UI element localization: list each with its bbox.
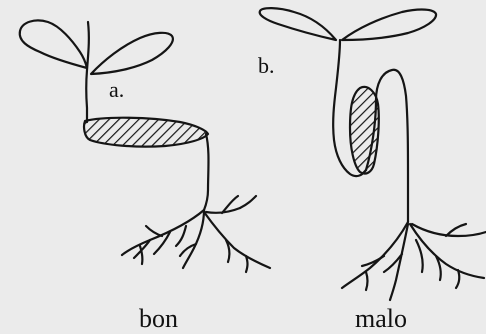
label-b: b. <box>258 55 275 77</box>
caption-good: bon <box>139 306 178 332</box>
seedling-a-left-leaf <box>20 20 87 68</box>
label-a: a. <box>109 79 124 101</box>
seedling-b-roots <box>342 222 486 300</box>
seedling-b <box>260 8 486 300</box>
seedling-b-right-leaf <box>342 10 436 40</box>
caption-bad: malo <box>355 306 407 332</box>
seedling-a-right-leaf <box>91 33 173 74</box>
seedling-b-left-leaf <box>260 8 336 40</box>
seedling-b-seed <box>350 87 379 174</box>
seedling-a-seed <box>84 118 208 147</box>
seedling-a-roots <box>122 196 270 272</box>
seedling-a-lower-stem <box>204 134 209 210</box>
seedling-a-upper-stem <box>86 22 89 122</box>
seedling-a <box>20 20 270 272</box>
